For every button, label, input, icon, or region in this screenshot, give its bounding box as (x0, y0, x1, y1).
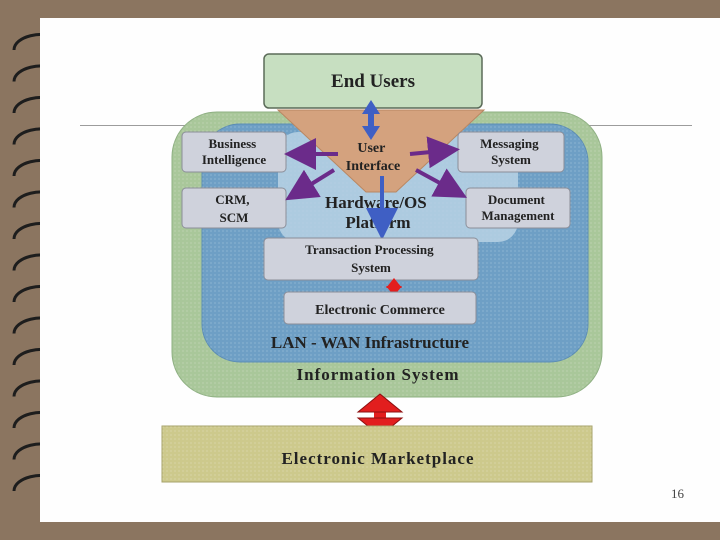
information-system-diagram: End Users User Interface Business Intell… (161, 53, 603, 483)
user-interface-label: User Interface (346, 141, 400, 174)
document-management-box (465, 187, 571, 229)
crm-scm-label: CRM, SCM (215, 192, 253, 225)
ui-connector-arrows (284, 136, 468, 240)
user-interface-funnel (276, 109, 486, 193)
messaging-system-label: Messaging System (480, 136, 542, 167)
transaction-processing-box (263, 237, 479, 281)
page-number: 16 (671, 486, 684, 501)
lan-wan-label: LAN - WAN Infrastructure (271, 333, 470, 352)
tps-commerce-arrow (386, 278, 402, 296)
crm-scm-box (181, 187, 287, 229)
transaction-processing-label: Transaction Processing System (305, 242, 437, 275)
end-users-label: End Users (331, 71, 415, 92)
information-system-label: Information System (297, 365, 460, 384)
document-management-label: Document Management (482, 192, 556, 223)
electronic-commerce-box (283, 291, 477, 325)
electronic-marketplace-label: Electronic Marketplace (281, 449, 474, 468)
business-intelligence-label: Business Intelligence (202, 136, 266, 167)
electronic-commerce-label: Electronic Commerce (315, 303, 445, 318)
end-users-ui-arrow (362, 100, 380, 140)
